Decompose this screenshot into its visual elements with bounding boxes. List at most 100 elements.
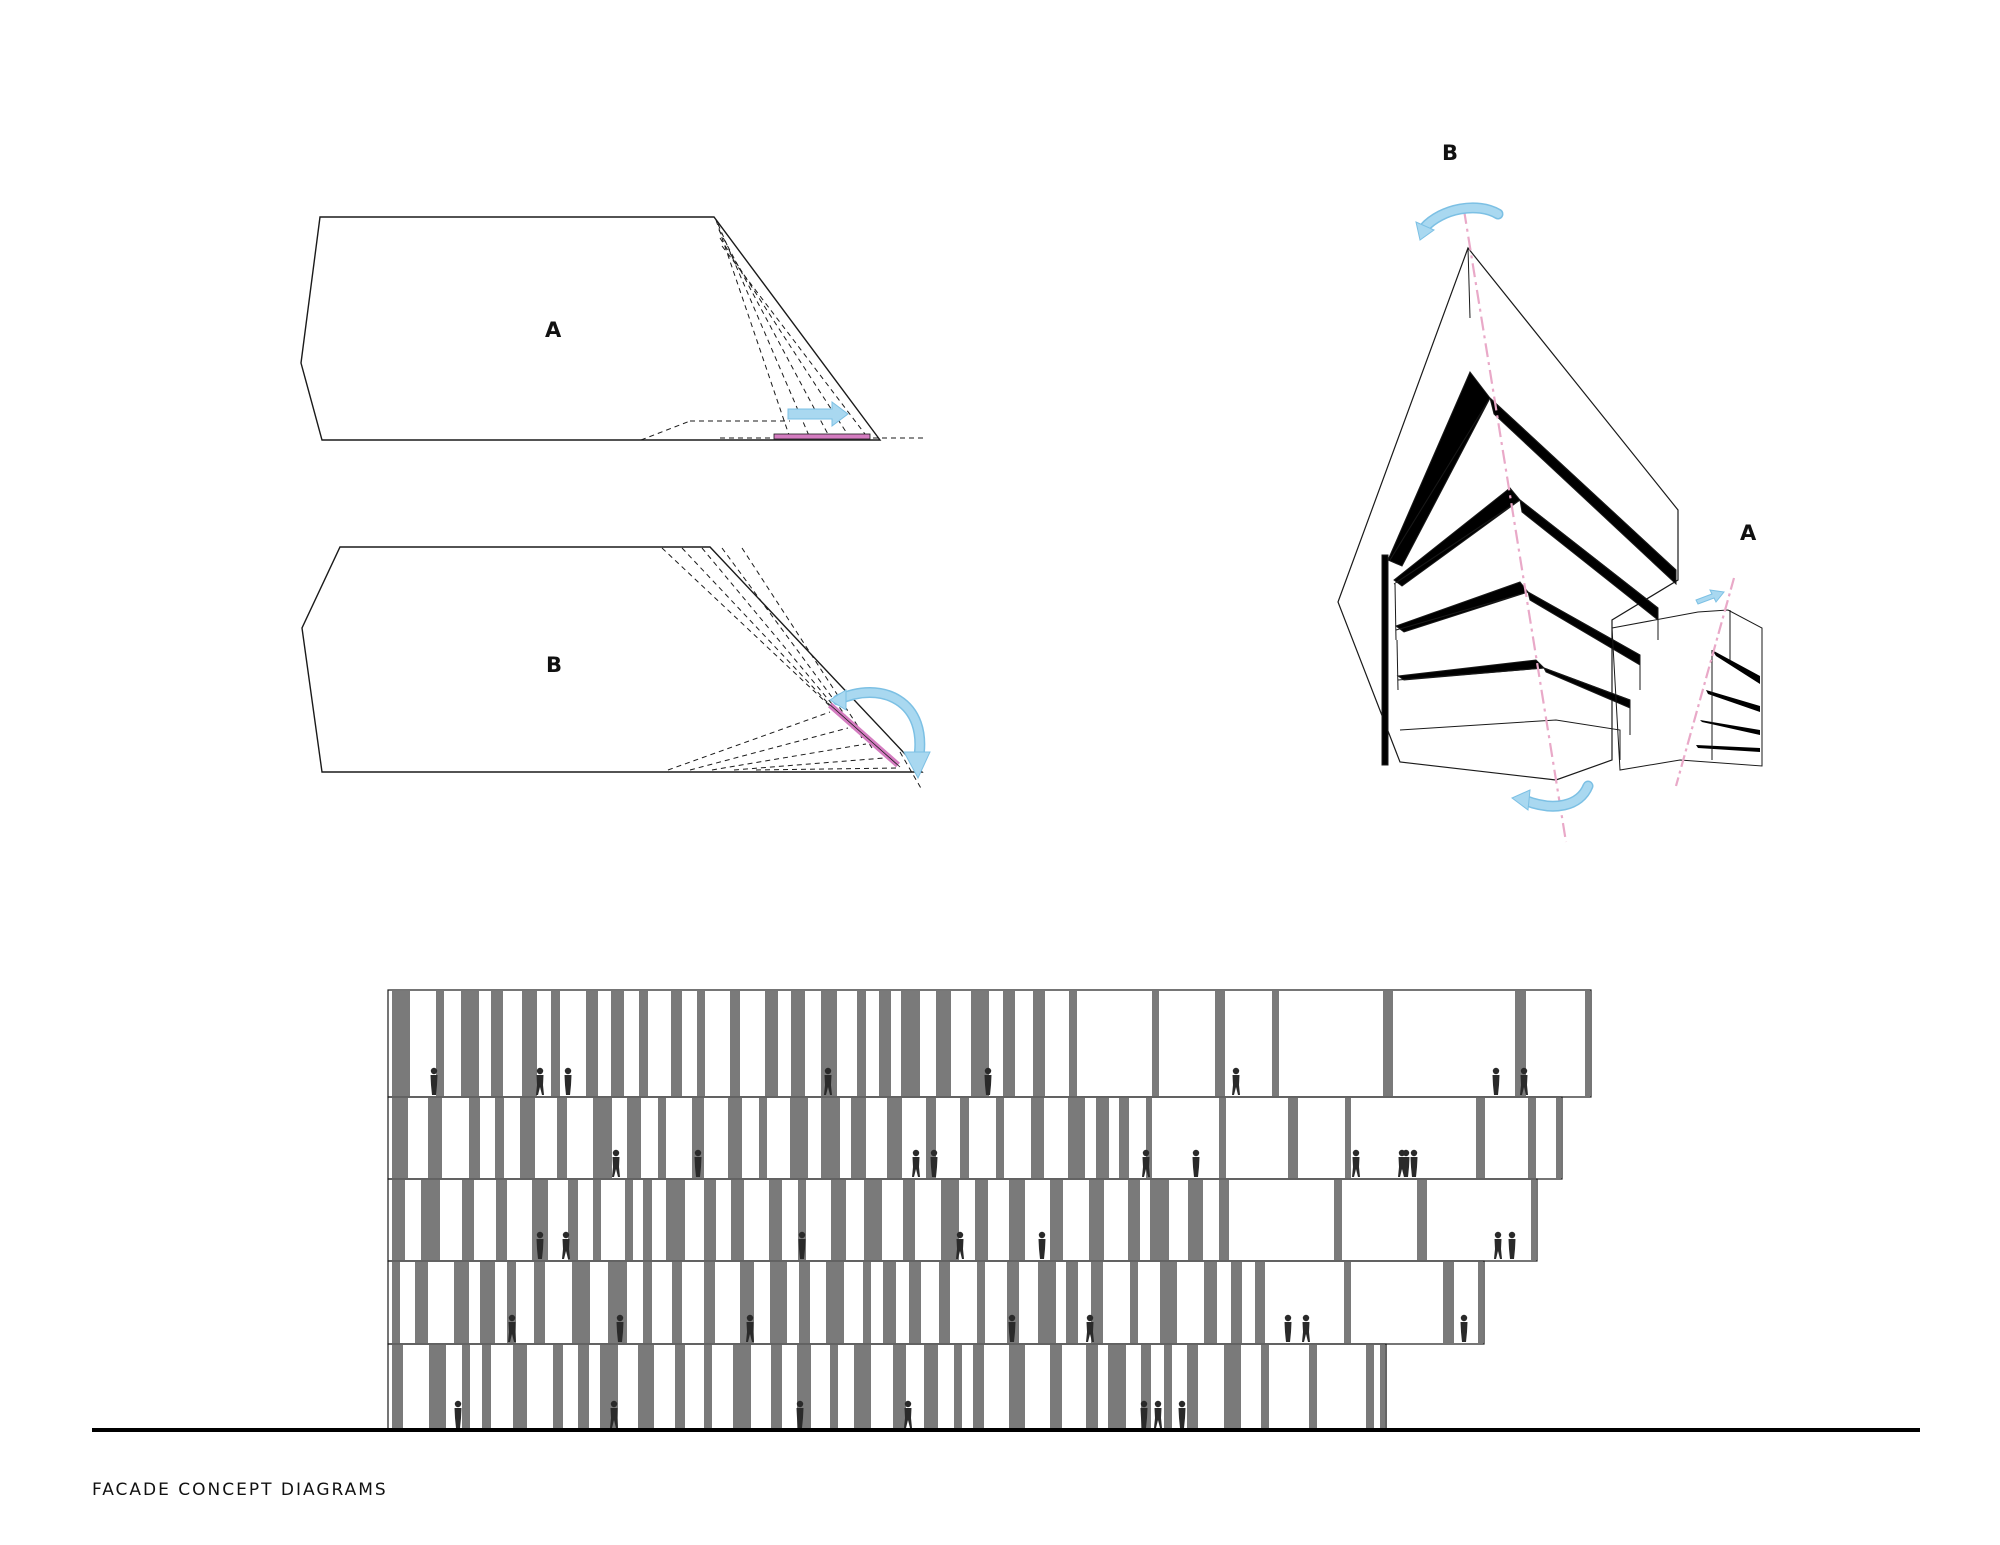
facade-fin [1344, 1262, 1351, 1343]
facade-fin [507, 1262, 516, 1343]
facade-fin [593, 1098, 612, 1178]
facade-fin [495, 1098, 504, 1178]
person-figure-icon [1038, 1231, 1046, 1259]
axo-label-b: B [1442, 141, 1458, 165]
facade-fin [830, 1345, 838, 1429]
person-figure-icon [536, 1231, 544, 1259]
arrow-rotate-icon [1511, 780, 1594, 812]
facade-fin [1204, 1262, 1217, 1343]
facade-fin [392, 991, 410, 1096]
facade-fin [893, 1345, 906, 1429]
facade-fin [415, 1262, 428, 1343]
facade-fin [821, 991, 837, 1096]
facade-fin [627, 1098, 641, 1178]
person-figure-icon [956, 1231, 964, 1259]
person-figure-icon [1302, 1314, 1310, 1342]
facade-fin [854, 1345, 871, 1429]
person-figure-icon [1508, 1231, 1516, 1259]
facade-fin [572, 1262, 590, 1343]
facade-fin [1219, 1180, 1229, 1260]
plan-b-label: B [546, 653, 562, 677]
facade-fin [1556, 1098, 1561, 1178]
facade-fin [926, 1098, 936, 1178]
facade-fin [733, 1345, 751, 1429]
facade-fin [1089, 1180, 1104, 1260]
facade-fin [883, 1262, 896, 1343]
facade-fin [522, 991, 537, 1096]
facade-fin [421, 1180, 440, 1260]
axo-main-volume [1337, 246, 1679, 781]
facade-fin [658, 1098, 666, 1178]
elevation-people [430, 1067, 1528, 1428]
axo-annex-volume [1611, 609, 1763, 771]
person-figure-icon [562, 1231, 570, 1259]
person-figure-icon [1154, 1400, 1162, 1428]
person-figure-icon [930, 1149, 938, 1177]
person-figure-icon [536, 1067, 544, 1095]
facade-fin [666, 1180, 685, 1260]
facade-fin [551, 991, 560, 1096]
person-figure-icon [1232, 1067, 1240, 1095]
person-figure-icon [1520, 1067, 1528, 1095]
facade-fin [675, 1345, 685, 1429]
facade-fin [770, 1262, 787, 1343]
person-figure-icon [1008, 1314, 1016, 1342]
facade-fin [557, 1098, 567, 1178]
facade-fin [1141, 1345, 1151, 1429]
person-figure-icon [564, 1067, 572, 1095]
plan-a-outline [300, 216, 882, 441]
person-figure-icon [1284, 1314, 1292, 1342]
person-figure-icon [616, 1314, 624, 1342]
facade-fin [1150, 1180, 1169, 1260]
facade-fin [799, 1262, 810, 1343]
facade-fin [436, 991, 444, 1096]
facade-fin [1096, 1098, 1109, 1178]
facade-fin [826, 1262, 844, 1343]
facade-fin [461, 991, 479, 1096]
axo-label-a: A [1740, 521, 1757, 545]
facade-fin [971, 991, 989, 1096]
facade-fin [769, 1180, 782, 1260]
facade-fin [1086, 1345, 1098, 1429]
facade-fin [765, 991, 778, 1096]
facade-fin [671, 991, 682, 1096]
plan-diagram-b: B [301, 546, 931, 791]
facade-fin [1152, 991, 1159, 1096]
facade-fin [1478, 1262, 1483, 1343]
facade-fin [429, 1345, 446, 1429]
facade-fin [730, 991, 740, 1096]
diagram-caption: FACADE CONCEPT DIAGRAMS [92, 1480, 388, 1500]
facade-fin [1033, 991, 1045, 1096]
facade-fin [954, 1345, 962, 1429]
facade-fin [643, 1180, 652, 1260]
facade-fin [480, 1262, 495, 1343]
plan-b-sightlines [661, 547, 923, 791]
person-figure-icon [612, 1149, 620, 1177]
facade-fin [1050, 1180, 1063, 1260]
facade-fin [1380, 1345, 1385, 1429]
facade-fin [1187, 1345, 1198, 1429]
facade-fin [1528, 1098, 1536, 1178]
axo-pivot-axis-a [1674, 577, 1736, 787]
person-figure-icon [694, 1149, 702, 1177]
facade-fin [731, 1180, 744, 1260]
facade-fin [1224, 1345, 1241, 1429]
facade-fin [1585, 991, 1590, 1096]
facade-fin [798, 1180, 806, 1260]
arrow-rotate-icon [829, 687, 931, 780]
person-figure-icon [1352, 1149, 1360, 1177]
facade-fin [1188, 1180, 1203, 1260]
facade-fin [857, 991, 866, 1096]
facade-elevation [92, 989, 1920, 1432]
facade-fin [1009, 1180, 1025, 1260]
facade-fin [1050, 1345, 1062, 1429]
person-figure-icon [824, 1067, 832, 1095]
facade-fin [851, 1098, 866, 1178]
facade-fin [1383, 991, 1393, 1096]
person-figure-icon [1460, 1314, 1468, 1342]
arrow-rotate-icon [1415, 202, 1504, 241]
facade-fin [392, 1345, 403, 1429]
facade-fin [462, 1180, 474, 1260]
facade-fin [909, 1262, 921, 1343]
facade-fin [704, 1180, 716, 1260]
